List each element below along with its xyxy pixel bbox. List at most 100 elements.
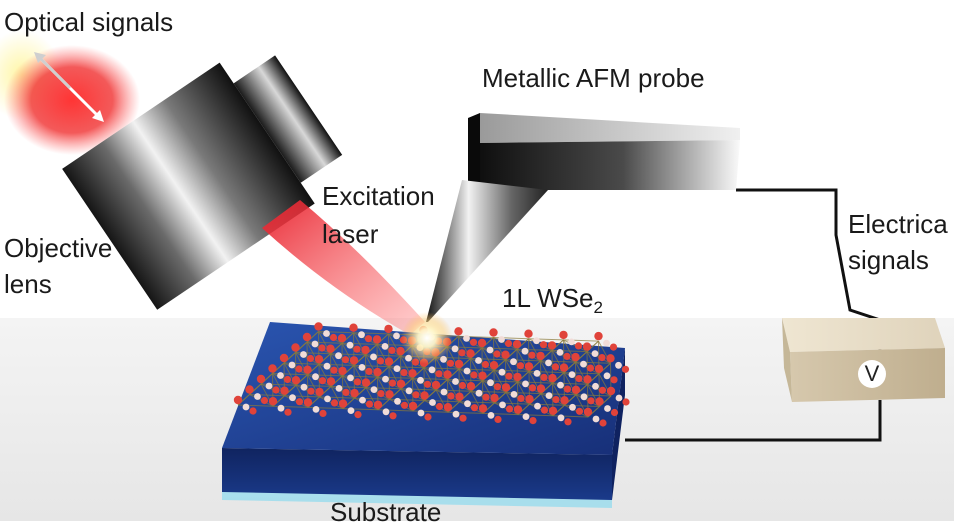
w-atom [580,393,588,401]
se-atom [582,342,592,351]
w-atom [487,412,495,419]
se-atom [606,354,615,363]
se-atom [575,407,584,415]
se-atom [583,375,592,384]
se-atom [583,407,593,417]
se-atom [280,386,289,395]
w-atom [277,404,285,412]
voltmeter-dial [858,360,886,388]
w-atom [452,410,460,418]
se-atom [326,377,336,386]
label-metallic-afm-probe: Metallic AFM probe [482,63,705,93]
w-atom [569,403,576,411]
se-atom [423,380,432,388]
se-atom [249,407,257,415]
excitation-laser-beam [262,200,425,335]
se-atom [525,394,534,404]
se-atom [329,333,338,342]
se-atom [284,408,292,416]
w-atom [615,361,622,369]
w-atom [592,415,600,423]
se-atom [373,400,383,409]
w-atom [486,346,494,354]
w-atom [545,392,553,399]
se-atom [564,418,572,426]
w-atom [533,337,540,345]
se-atom [458,349,466,357]
se-atom [513,372,522,382]
w-atom [522,413,530,420]
se-atom [365,367,373,375]
laser-glow-top [4,45,140,155]
se-atom [233,395,243,405]
se-atom [595,397,604,406]
w-atom [464,400,471,408]
se-atom [536,351,545,361]
se-atom [353,378,362,386]
se-atom [552,396,560,404]
w-atom [603,339,610,347]
se-atom [481,360,490,369]
w-atom [487,379,494,387]
label-optical-signals: Optical signals [4,7,174,37]
w-atom [359,396,366,404]
se-atom [361,378,371,387]
w-atom [324,395,331,403]
se-atom [314,355,324,364]
w-atom [394,397,401,405]
se-atom [477,338,487,348]
w-atom [254,393,261,400]
se-atom [598,354,606,362]
tip-spark [401,312,453,364]
se-atom [599,419,607,427]
w-atom [242,403,250,411]
se-atom [338,399,348,408]
label-signals: signals [848,245,929,275]
w-atom [300,383,308,391]
w-atom [277,372,284,379]
se-atom [376,357,385,365]
w-atom [604,405,611,412]
se-atom [528,351,536,359]
se-atom [283,375,292,384]
se-atom [494,415,502,423]
se-atom [594,331,603,341]
label-material: 1L WSe2 [502,282,603,324]
se-atom [469,338,478,346]
se-atom [563,352,571,360]
se-atom [587,397,595,405]
se-atom [489,361,499,370]
w-atom [615,394,623,402]
se-atom [478,404,488,413]
se-atom [337,334,347,343]
w-atom [311,340,319,348]
se-atom [493,383,502,391]
se-atom [547,341,557,350]
w-atom [382,375,389,383]
se-atom [466,349,475,358]
se-atom [303,365,312,374]
w-atom [498,368,506,376]
w-atom [603,372,611,380]
w-atom [300,351,307,358]
se-atom [295,365,303,373]
se-atom [408,369,417,378]
w-atom [289,394,296,402]
se-atom [513,405,523,414]
se-atom [490,393,499,403]
se-atom [396,379,406,388]
se-atom [540,373,548,381]
se-atom [478,371,487,380]
se-atom [272,386,280,394]
se-atom [455,392,464,401]
se-atom [268,364,277,373]
w-atom [568,371,576,378]
label-laser: laser [322,219,379,249]
w-atom [381,343,389,350]
w-atom [592,382,599,390]
se-atom [315,387,324,397]
se-atom [431,380,441,390]
w-atom [393,365,401,372]
se-atom [256,374,266,384]
